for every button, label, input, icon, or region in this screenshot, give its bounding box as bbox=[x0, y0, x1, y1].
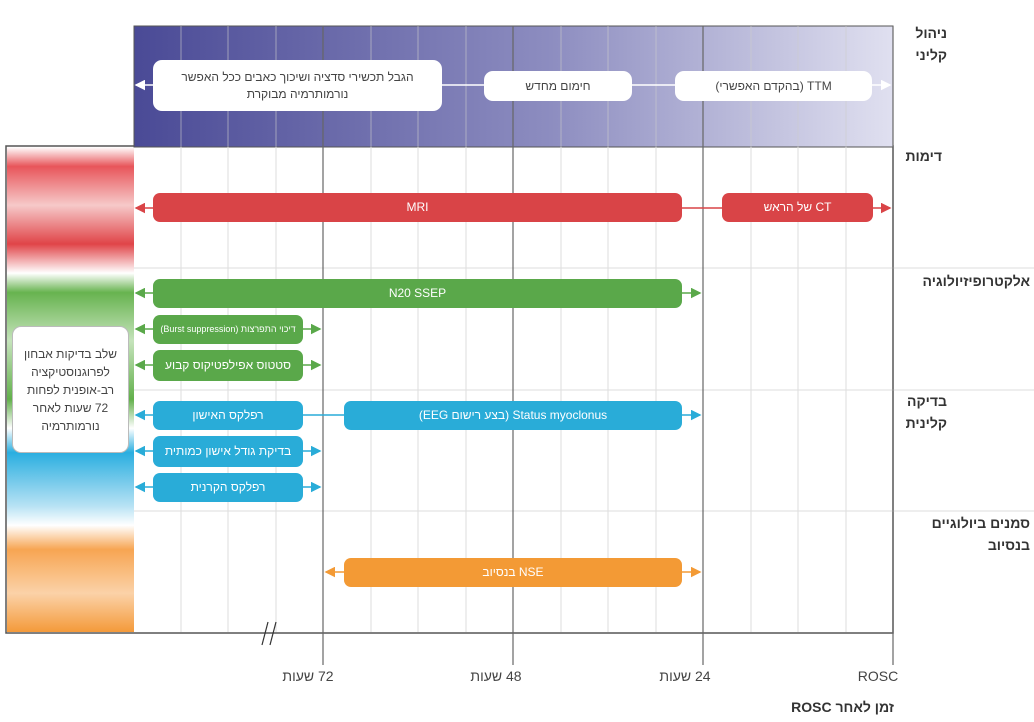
corneal-reflex-bar: רפלקס הקרנית bbox=[153, 473, 303, 502]
ssep-bar: N20 SSEP bbox=[153, 279, 682, 308]
category-clinical-exam: בדיקה קלינית bbox=[905, 393, 947, 431]
category-serum-biomarkers: סמנים ביולוגיים בנסיוב bbox=[931, 515, 1030, 553]
pupillary-reflex-bar: רפלקס האישון bbox=[153, 401, 303, 430]
tick-24h: 24 שעות bbox=[659, 668, 711, 684]
tick-72h: 72 שעות bbox=[282, 668, 334, 684]
status-epilepticus-bar: סטטוס אפילפטיקוס קבוע bbox=[153, 350, 303, 381]
category-imaging: דימות bbox=[905, 148, 942, 164]
rewarming-box: חימום מחדש bbox=[484, 71, 632, 101]
head-ct-bar: CT של הראש bbox=[722, 193, 873, 222]
multimodal-prognostication-note: שלב בדיקות אבחון לפרוגנוסטיקציה רב-אופני… bbox=[12, 326, 129, 453]
category-electrophysiology: אלקטרופיזיולוגיה bbox=[922, 273, 1030, 289]
axis-title: זמן לאחר ROSC bbox=[791, 699, 894, 715]
sedation-normothermia-box: הגבל תכשירי סדציה ושיכוך כאבים ככל האפשר… bbox=[153, 60, 442, 111]
serum-nse-bar: NSE בנסיוב bbox=[344, 558, 682, 587]
category-clinical-management: ניהול קליני bbox=[915, 25, 947, 63]
burst-suppression-bar: דיכוי התפרצות (Burst suppression) bbox=[153, 315, 303, 344]
status-myoclonus-bar: Status myoclonus (בצע רישום EEG) bbox=[344, 401, 682, 430]
ttm-box: TTM (בהקדם האפשרי) bbox=[675, 71, 872, 101]
tick-48h: 48 שעות bbox=[470, 668, 522, 684]
quantitative-pupillometry-bar: בדיקת גודל אישון כמותית bbox=[153, 436, 303, 467]
tick-rosc: ROSC bbox=[857, 668, 899, 684]
mri-bar: MRI bbox=[153, 193, 682, 222]
